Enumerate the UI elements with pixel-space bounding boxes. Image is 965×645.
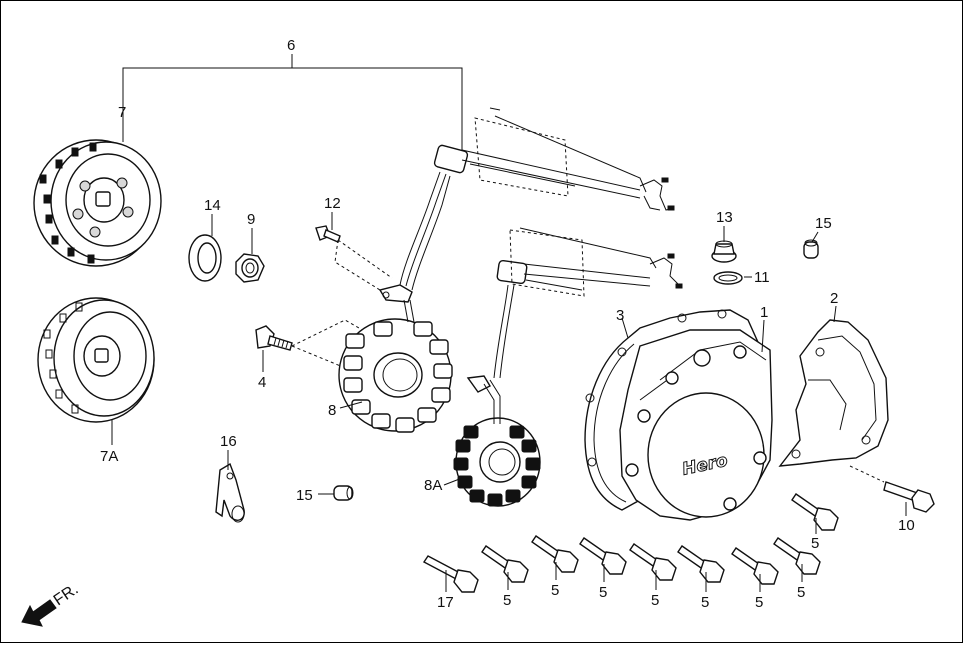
label-5-5: 5 [701,594,709,611]
bolt-5-4 [629,543,677,581]
bolt-10 [883,481,935,513]
label-7a: 7A [100,448,118,465]
label-8a: 8A [424,477,442,494]
dowel-15-left [333,485,354,501]
bolt-5-row [481,535,821,585]
bolt-5-6 [731,547,779,585]
stator-8a [453,417,541,507]
bolt-5-upper [791,493,839,531]
label-5-2: 5 [551,582,559,599]
bolt-12 [315,225,341,243]
clip-16 [215,462,245,523]
label-8: 8 [328,402,336,419]
label-2: 2 [830,290,838,307]
label-16: 16 [220,433,237,450]
label-15-right: 15 [815,215,832,232]
label-4: 4 [258,374,266,391]
label-5-4: 5 [651,592,659,609]
stator-8 [338,318,453,433]
label-5-6: 5 [755,594,763,611]
label-3: 3 [616,307,624,324]
stator-8a-harness [466,227,683,424]
label-5-1: 5 [503,592,511,609]
label-5-7: 5 [797,584,805,601]
bolt-5-3 [579,537,627,575]
sprocket-cover-2 [778,319,889,467]
plug-13 [711,240,737,263]
label-7: 7 [118,104,126,121]
dowel-15-right [803,239,819,259]
label-5-3: 5 [599,584,607,601]
bolt-5-5 [677,545,725,583]
front-direction-label: FR. [51,581,82,610]
cover-1: Hero [619,329,773,521]
bolt-5-1 [481,545,529,583]
label-5-upper: 5 [811,535,819,552]
label-17: 17 [437,594,454,611]
bolt-4 [255,325,293,351]
label-1: 1 [760,304,768,321]
label-12: 12 [324,195,341,212]
bolt-5-2 [531,535,579,573]
label-11: 11 [754,269,770,286]
flywheel-7 [33,139,162,267]
label-14: 14 [204,197,221,214]
label-6: 6 [287,37,295,54]
washer-14 [188,234,222,282]
label-9: 9 [247,211,255,228]
stator-8-harness [378,107,675,323]
label-10: 10 [898,517,915,534]
bolt-17 [422,555,479,593]
front-direction-arrow-icon [21,599,57,627]
oring-11 [713,271,743,285]
flywheel-7a [37,297,155,423]
bracket-6 [122,54,463,150]
nut-9 [235,253,265,283]
label-15-left: 15 [296,487,313,504]
label-13: 13 [716,209,733,226]
